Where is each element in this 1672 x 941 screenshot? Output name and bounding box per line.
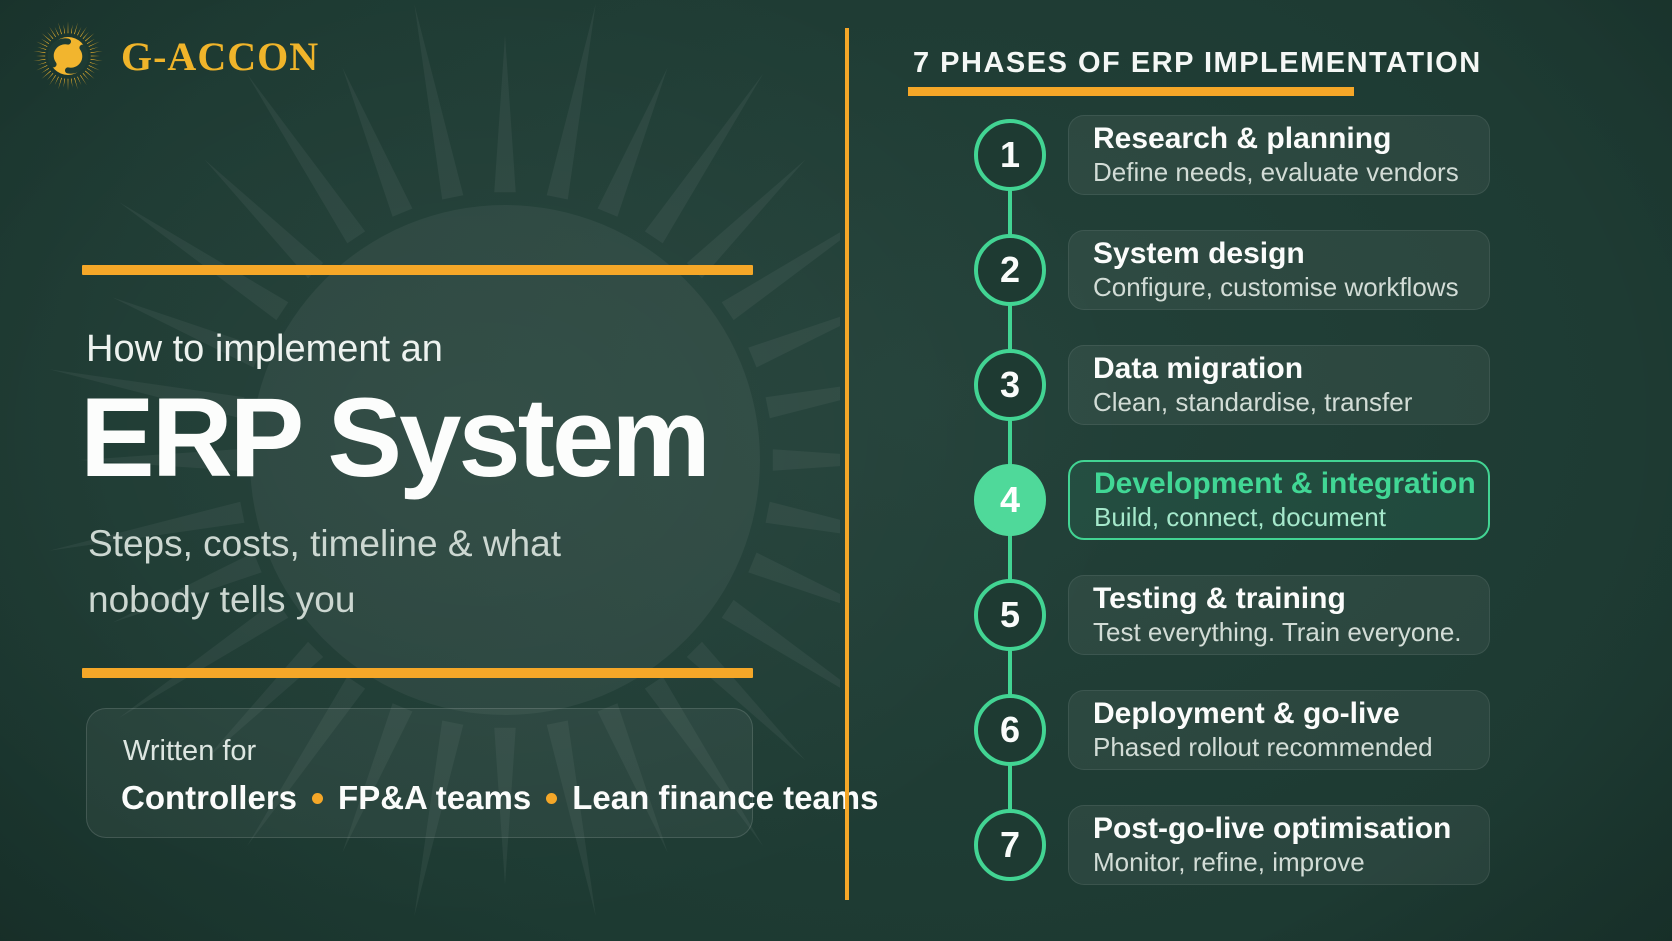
phase-number: 5 <box>999 594 1021 635</box>
orange-rule-bottom <box>82 668 753 678</box>
phase-description: Build, connect, document <box>1094 502 1386 533</box>
phase-title: Post-go-live optimisation <box>1093 812 1452 846</box>
hero-eyebrow: How to implement an <box>86 328 443 370</box>
phase-card: Data migration Clean, standardise, trans… <box>1068 345 1490 425</box>
phase-title: Data migration <box>1093 352 1304 386</box>
gaccon-sunburst-logo-icon <box>33 21 103 91</box>
phase-description: Phased rollout recommended <box>1093 732 1433 763</box>
phase-number: 1 <box>999 134 1021 175</box>
phase-number-badge: 5 <box>974 579 1046 651</box>
phase-number-badge: 6 <box>974 694 1046 766</box>
phase-card: Research & planning Define needs, evalua… <box>1068 115 1490 195</box>
phase-card: Deployment & go-live Phased rollout reco… <box>1068 690 1490 770</box>
bullet-separator-icon <box>546 792 558 804</box>
phase-number-badge: 7 <box>974 809 1046 881</box>
phase-title: Testing & training <box>1093 582 1346 616</box>
phase-number-badge: 3 <box>974 349 1046 421</box>
hero-subtitle-line-2: nobody tells you <box>88 579 356 620</box>
phase-number: 2 <box>999 249 1021 290</box>
brand-wordmark: G-ACCON <box>121 33 320 79</box>
hero-subtitle-line-1: Steps, costs, timeline & what <box>88 523 561 564</box>
audience-item: Lean finance teams <box>572 779 879 816</box>
phase-title: Deployment & go-live <box>1093 697 1400 731</box>
phase-number-badge: 4 <box>974 464 1046 536</box>
hero-title: ERP System <box>80 375 711 500</box>
orange-rule-top <box>82 265 753 275</box>
phase-description: Define needs, evaluate vendors <box>1093 157 1459 188</box>
audience-items: Controllers FP&A teams Lean finance teams <box>121 779 878 817</box>
phase-card: Testing & training Test everything. Trai… <box>1068 575 1490 655</box>
phase-number: 3 <box>999 364 1021 405</box>
phase-title: Development & integration <box>1094 467 1476 501</box>
audience-card: Written for Controllers FP&A teams Lean fi… <box>86 708 878 838</box>
phases-heading: 7 PHASES OF ERP IMPLEMENTATION <box>913 47 1482 79</box>
bullet-separator-icon <box>312 792 324 804</box>
phase-card: Development & integration Build, connect… <box>1068 460 1490 540</box>
phase-description: Configure, customise workflows <box>1093 272 1459 303</box>
audience-item: FP&A teams <box>338 779 532 816</box>
phase-card: Post-go-live optimisation Monitor, refin… <box>1068 805 1490 885</box>
phase-description: Clean, standardise, transfer <box>1093 387 1413 418</box>
phase-description: Monitor, refine, improve <box>1093 847 1365 878</box>
phase-title: Research & planning <box>1093 122 1392 156</box>
hero-subtitle: Steps, costs, timeline & what nobody tel… <box>88 516 561 628</box>
audience-label: Written for <box>123 735 257 767</box>
phase-card: System design Configure, customise workf… <box>1068 230 1490 310</box>
phase-number-badge: 2 <box>974 234 1046 306</box>
phase-description: Test everything. Train everyone. <box>1093 617 1462 648</box>
brand-header: G-ACCON <box>30 18 319 94</box>
phase-title: System design <box>1093 237 1305 271</box>
phase-number: 4 <box>999 479 1021 520</box>
phases-heading-underline <box>908 87 1354 96</box>
phase-number: 7 <box>999 824 1021 865</box>
audience-item: Controllers <box>121 779 298 816</box>
phase-number: 6 <box>999 709 1021 750</box>
phase-number-badge: 1 <box>974 119 1046 191</box>
vertical-divider <box>845 28 849 900</box>
